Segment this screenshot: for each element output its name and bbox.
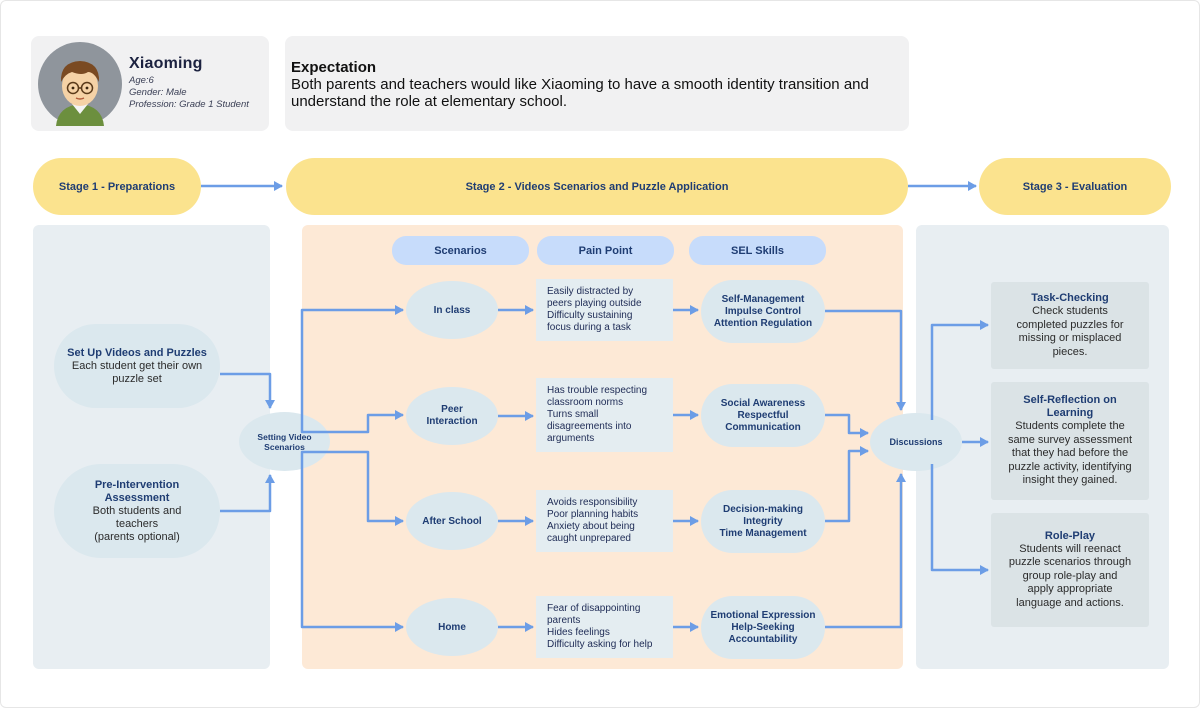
header-scenarios: Scenarios	[392, 236, 529, 265]
scenario-peer-interaction: Peer Interaction	[406, 387, 498, 445]
sel-line: Time Management	[719, 527, 807, 539]
pain-line: Difficulty asking for help	[547, 639, 653, 650]
sel-in-class: Self-Management Impulse Control Attentio…	[701, 280, 825, 343]
persona-name: Xiaoming	[129, 55, 203, 72]
pain-line: caught unprepared	[547, 533, 631, 544]
pain-line: Easily distracted by	[547, 286, 634, 297]
setting-line: Scenarios	[264, 441, 305, 452]
pre-body-line: (parents optional)	[94, 530, 180, 543]
pain-line: peers playing outside	[547, 298, 642, 309]
role-line: puzzle scenarios through	[1008, 556, 1132, 569]
sel-line: Attention Regulation	[713, 317, 813, 329]
sel-line: Emotional Expression	[710, 609, 816, 621]
task-line: pieces.	[1052, 345, 1088, 358]
expectation-body: Both parents and teachers would like Xia…	[291, 76, 869, 110]
role-line: Students will reenact	[1019, 542, 1121, 555]
sel-line: Decision-making	[722, 503, 804, 515]
stage-2-pill: Stage 2 - Videos Scenarios and Puzzle Ap…	[286, 158, 908, 215]
pre-intervention-node: Pre-Intervention Assessment Both student…	[54, 464, 220, 558]
pain-line: classroom norms	[547, 397, 624, 408]
pain-line: focus during a task	[547, 322, 631, 333]
expectation-title: Expectation	[291, 59, 377, 76]
role-line: group role-play and	[1022, 569, 1118, 582]
reflect-line: puzzle activity, identifying	[1008, 460, 1132, 473]
pain-point-peer-interaction: Has trouble respecting classroom norms T…	[536, 378, 673, 452]
pre-title-line: Assessment	[104, 491, 170, 504]
expectation-card: Expectation Both parents and teachers wo…	[285, 36, 909, 131]
pain-line: disagreements into	[547, 421, 632, 432]
scenario-in-class: In class	[406, 281, 498, 339]
setup-body-line: puzzle set	[112, 372, 162, 385]
pain-line: Difficulty sustaining	[547, 310, 633, 321]
setting-line: Setting Video	[257, 431, 312, 442]
pain-line: Hides feelings	[547, 627, 610, 638]
pain-point-home: Fear of disappointing parents Hides feel…	[536, 596, 673, 658]
sel-line: Self-Management	[721, 293, 805, 305]
scenario-line: Interaction	[426, 416, 478, 427]
reflect-line: Students complete the	[1015, 420, 1125, 433]
role-line: language and actions.	[1016, 596, 1124, 609]
sel-line: Respectful	[737, 409, 789, 421]
discussions-node: Discussions	[870, 413, 962, 471]
task-line: missing or misplaced	[1018, 332, 1122, 344]
sel-home: Emotional Expression Help-Seeking Accoun…	[701, 596, 825, 659]
persona-profession: Profession: Grade 1 Student	[129, 99, 249, 110]
sel-line: Accountability	[728, 633, 798, 645]
pre-title-line: Pre-Intervention	[94, 478, 180, 491]
pain-line: Avoids responsibility	[547, 497, 638, 508]
scenario-after-school: After School	[406, 492, 498, 550]
pain-line: Poor planning habits	[547, 509, 639, 520]
pre-body-line: Both students and	[92, 504, 182, 517]
avatar	[38, 42, 122, 126]
pain-line: Turns small	[547, 409, 599, 420]
sel-line: Impulse Control	[724, 305, 802, 317]
header-pain-point: Pain Point	[537, 236, 674, 265]
role-title: Role-Play	[1044, 529, 1096, 542]
header-sel-skills: SEL Skills	[689, 236, 826, 265]
sel-after-school: Decision-making Integrity Time Managemen…	[701, 490, 825, 553]
setup-body-line: Each student get their own	[71, 359, 203, 372]
persona-gender: Gender: Male	[129, 87, 187, 98]
setup-title: Set Up Videos and Puzzles	[67, 346, 207, 359]
scenario-home: Home	[406, 598, 498, 656]
pain-line: Fear of disappointing	[547, 603, 641, 614]
scenario-line: Peer	[441, 404, 463, 415]
task-line: Check students	[1032, 305, 1108, 317]
persona-age: Age:6	[129, 75, 154, 86]
sel-line: Social Awareness	[720, 397, 806, 409]
sel-peer-interaction: Social Awareness Respectful Communicatio…	[701, 384, 825, 447]
setup-videos-node: Set Up Videos and Puzzles Each student g…	[54, 324, 220, 408]
reflect-line: that they had before the	[1011, 447, 1129, 460]
reflect-title: Self-Reflection on	[1023, 394, 1117, 407]
reflect-title: Learning	[1046, 407, 1094, 420]
pain-point-after-school: Avoids responsibility Poor planning habi…	[536, 490, 673, 552]
pain-point-in-class: Easily distracted by peers playing outsi…	[536, 279, 673, 341]
role-line: apply appropriate	[1027, 583, 1113, 596]
pre-body-line: teachers	[115, 517, 159, 530]
self-reflection-box: Self-Reflection on Learning Students com…	[991, 382, 1149, 500]
task-checking-box: Task-Checking Check students completed p…	[991, 282, 1149, 369]
sel-line: Help-Seeking	[731, 621, 795, 633]
stage-1-panel	[33, 225, 270, 669]
pain-line: Anxiety about being	[547, 521, 635, 532]
role-play-box: Role-Play Students will reenact puzzle s…	[991, 513, 1149, 627]
reflect-line: insight they gained.	[1022, 474, 1118, 487]
sel-line: Communication	[725, 421, 801, 433]
persona-card: Xiaoming Age:6 Gender: Male Profession: …	[31, 36, 269, 131]
task-line: completed puzzles for	[1016, 318, 1124, 331]
pain-line: arguments	[547, 433, 595, 444]
stage-3-pill: Stage 3 - Evaluation	[979, 158, 1171, 215]
setting-video-scenarios-node: Setting Video Scenarios	[239, 412, 330, 471]
pain-line: parents	[547, 615, 581, 626]
reflect-line: same survey assessment	[1007, 433, 1133, 446]
pain-line: Has trouble respecting	[547, 385, 648, 396]
task-title: Task-Checking	[1031, 292, 1109, 304]
stage-1-pill: Stage 1 - Preparations	[33, 158, 201, 215]
sel-line: Integrity	[743, 515, 783, 527]
